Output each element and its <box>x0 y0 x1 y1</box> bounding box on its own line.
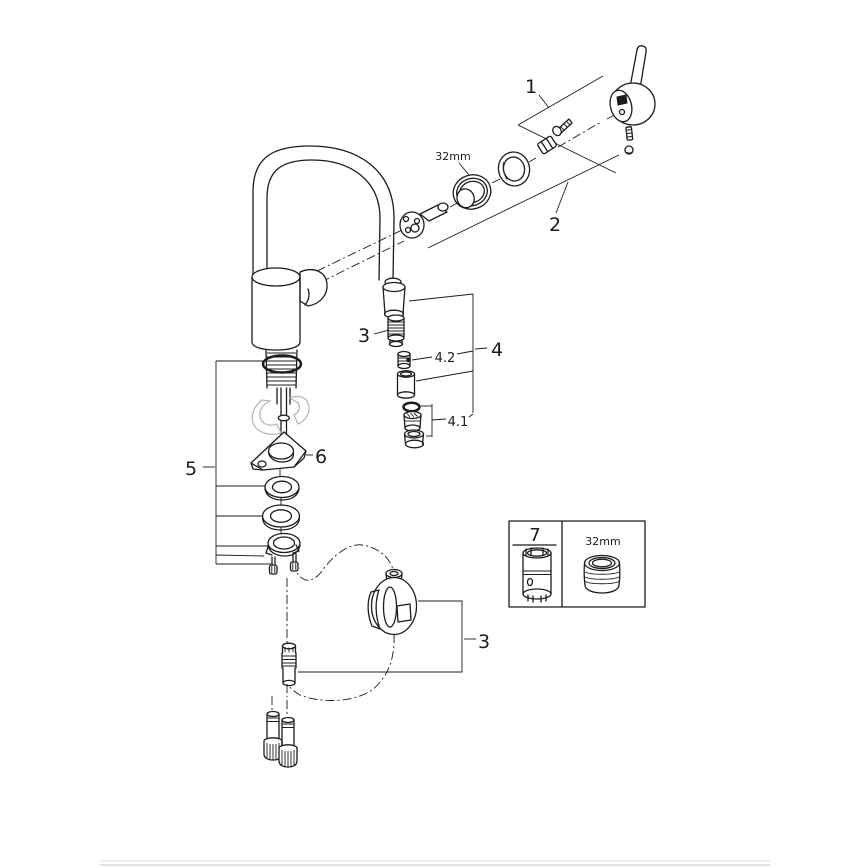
outlet-sleeve <box>396 370 416 399</box>
cartridge-nut-32mm <box>452 174 492 210</box>
hose-weight <box>367 568 418 636</box>
label-group1: 1 <box>525 76 537 98</box>
washer-bottom <box>261 504 301 531</box>
spout-arc <box>252 145 395 281</box>
hose-path-upper <box>291 544 394 581</box>
label-group4-sub1: 4.1 <box>448 415 469 430</box>
hose-end-connector <box>281 642 297 687</box>
trim-ring <box>497 151 531 187</box>
label-group4-sub2: 4.2 <box>435 351 456 366</box>
grub-screw <box>625 126 634 141</box>
label-cartridge-nut-size: 32mm <box>435 150 470 163</box>
label-group4: 4 <box>491 339 503 361</box>
check-valve-4-2 <box>397 350 411 370</box>
aerator-housing <box>403 429 425 449</box>
clamp-ring <box>265 532 301 557</box>
supply-hose-right <box>278 716 298 768</box>
socket-tool <box>522 547 552 603</box>
parts-box <box>508 520 646 608</box>
handle-assembly <box>609 45 656 126</box>
aerator-o-ring <box>402 401 421 413</box>
construction-lines <box>203 75 620 673</box>
handle-screw <box>552 118 573 137</box>
spray-holder-connector <box>382 277 406 319</box>
faucet-body <box>251 267 328 351</box>
aerator-insert <box>403 410 422 432</box>
mounting-screw-left <box>268 556 278 575</box>
label-tool7: 7 <box>529 525 540 546</box>
handle-lever <box>629 45 647 90</box>
hose-fitting-upper <box>387 314 405 348</box>
cartridge <box>399 202 449 239</box>
hose-path-lower <box>288 633 395 701</box>
cap-nut <box>624 145 634 155</box>
mounting-screw-right <box>289 553 299 572</box>
box-ring-nut <box>583 554 621 594</box>
base-o-ring <box>261 354 303 374</box>
center-axes <box>271 111 621 718</box>
label-part6: 6 <box>315 446 327 468</box>
handle-boss <box>299 269 328 307</box>
ghost-escutcheon <box>251 395 310 435</box>
label-hose-lower: 3 <box>478 631 490 653</box>
mounting-triangle <box>250 431 307 471</box>
label-box-nut-size: 32mm <box>585 535 620 548</box>
handle-fixing-nut <box>537 135 557 155</box>
label-group5: 5 <box>185 458 197 480</box>
label-group2: 2 <box>549 214 561 236</box>
label-hose-upper: 3 <box>358 325 370 347</box>
washer-top <box>264 475 300 501</box>
